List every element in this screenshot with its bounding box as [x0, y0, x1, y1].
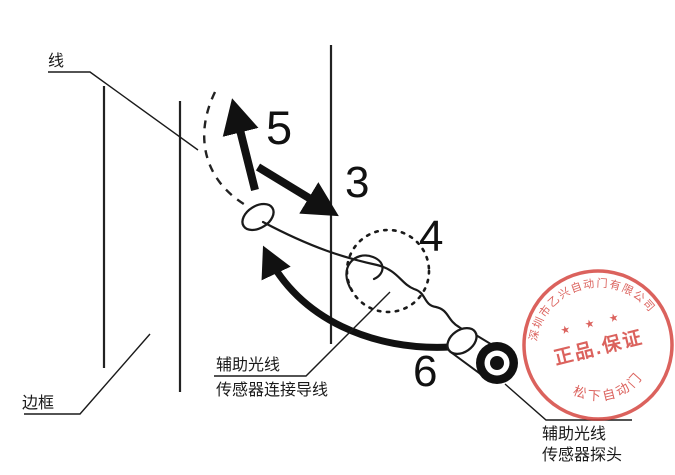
stamp-bottom-arc-text: 松下自动门 — [568, 366, 649, 411]
wire-label: 线 — [48, 52, 64, 70]
arrow-curved-step6-icon — [261, 245, 451, 351]
probe-label-line2: 传感器探头 — [542, 446, 622, 464]
step-number-3: 3 — [345, 158, 369, 207]
frame-label: 边框 — [22, 394, 54, 412]
probe-label-line1: 辅助光线 — [542, 425, 606, 443]
step-number-6: 6 — [413, 347, 437, 396]
wire-main-path — [261, 220, 475, 345]
callout-labels: 线 边框 辅助光线 传感器连接导线 辅助光线 传感器探头 — [22, 52, 622, 464]
connector-wire-label-line2: 传感器连接导线 — [216, 381, 328, 399]
step-number-4: 4 — [419, 212, 443, 261]
leader-frame-label — [24, 333, 151, 415]
probe-mount-ring — [446, 326, 478, 356]
arrow-up-step5-icon — [222, 98, 259, 191]
sensor-probe — [446, 326, 518, 384]
step-number-5: 5 — [266, 101, 292, 154]
leader-wire-label — [48, 71, 199, 151]
leader-connector-wire-label — [214, 291, 391, 377]
leader-lines — [24, 71, 632, 421]
certification-stamp: 深圳市乙兴自动门有限公司 ★ ★ ★ 正品.保证 松下自动门 — [516, 263, 674, 421]
step-number-labels: 5 3 4 6 — [266, 101, 443, 396]
wire-dashed-path — [203, 91, 248, 208]
door-frame-lines — [102, 45, 333, 392]
arrow-down-right-step3-icon — [255, 163, 339, 217]
dotted-highlight-circle — [345, 228, 431, 314]
probe-lens — [490, 356, 504, 370]
connector-wire-label-line1: 辅助光线 — [216, 356, 280, 374]
stamp-outer-circle — [522, 269, 674, 421]
step-arrows — [222, 98, 451, 351]
wire-hook-end — [345, 254, 384, 293]
grommet-hole-ellipse — [241, 202, 275, 232]
